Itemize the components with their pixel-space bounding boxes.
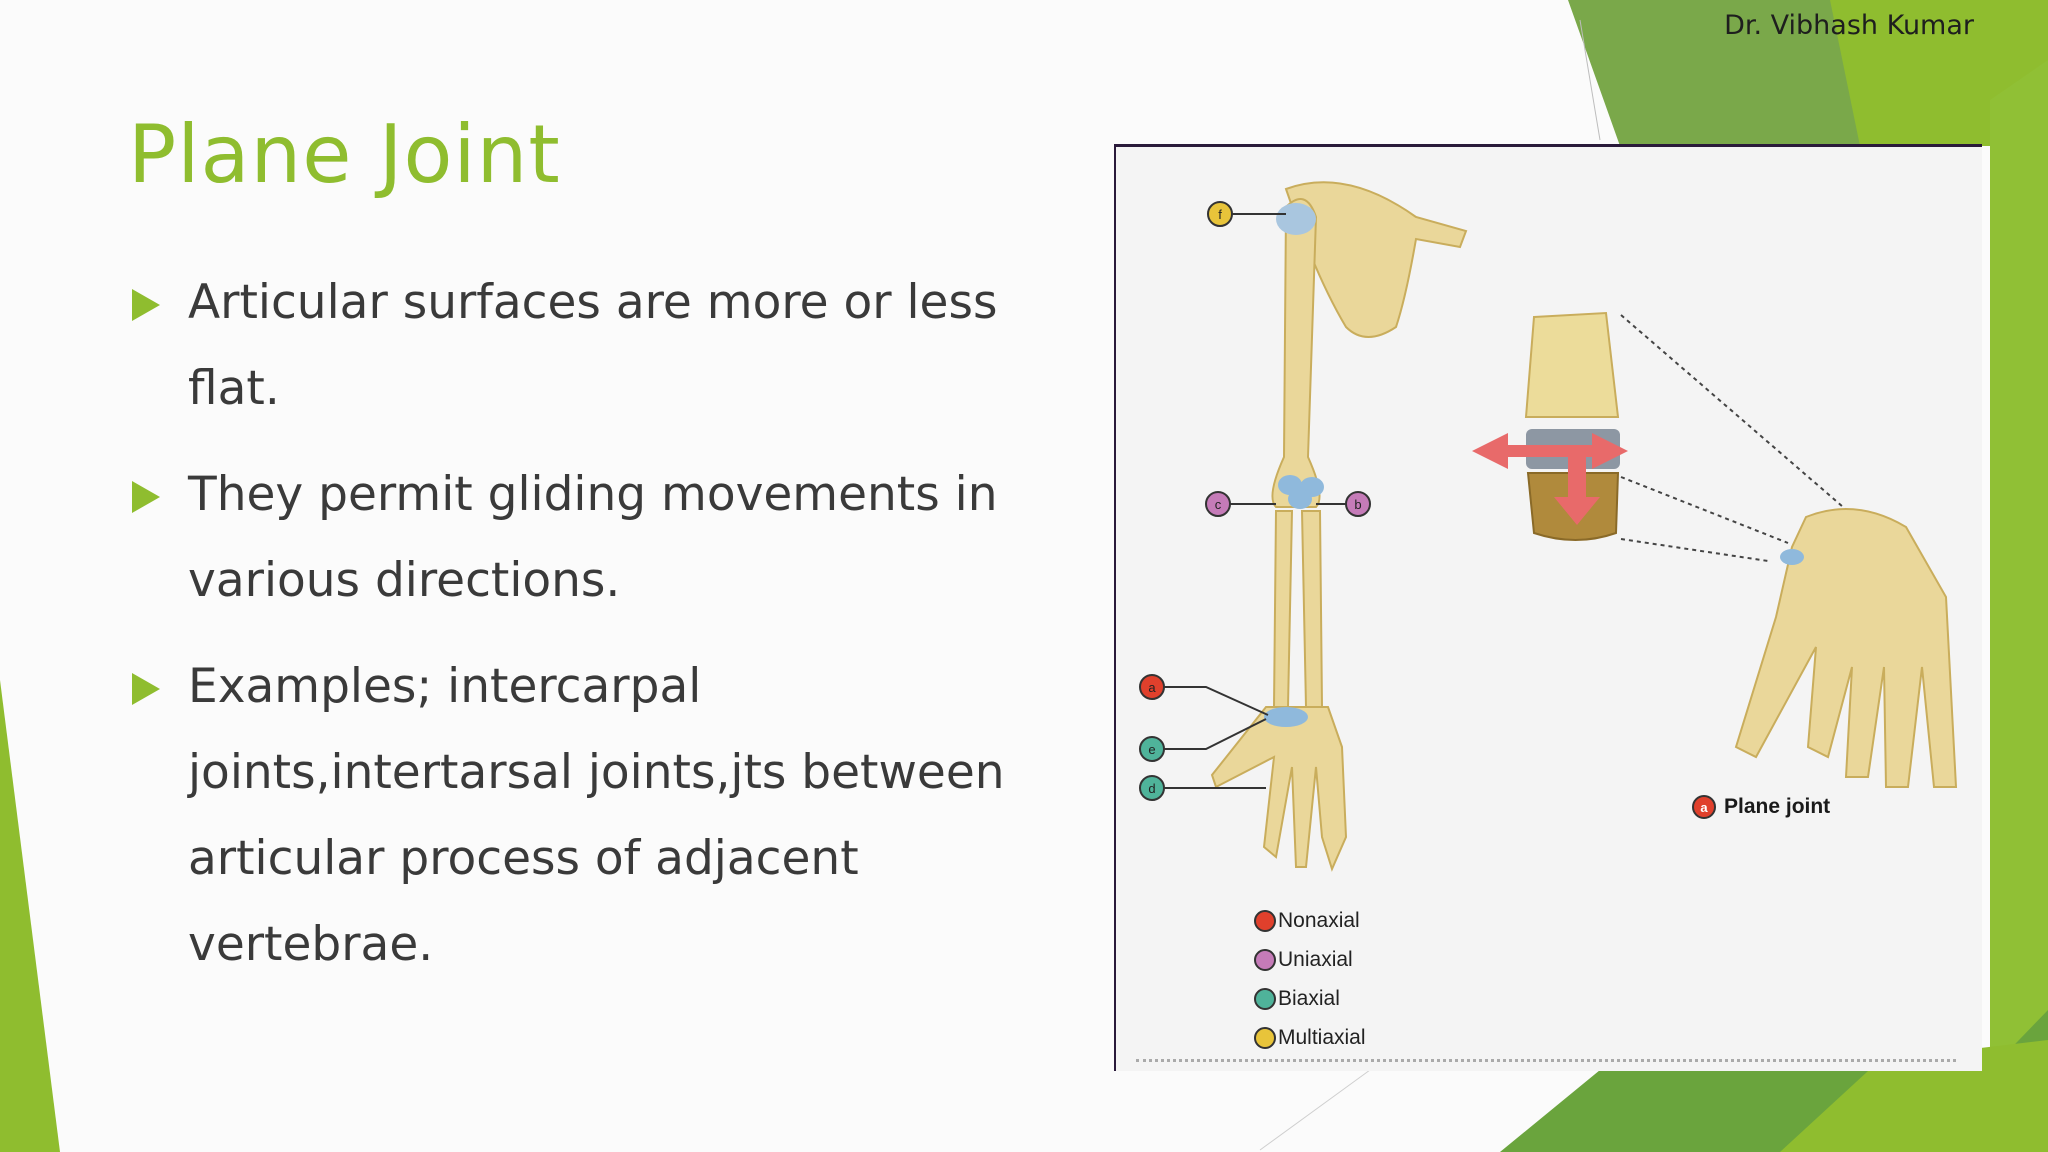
marker-a <box>1139 674 1165 700</box>
bottom-left-shape <box>0 680 60 1152</box>
legend-label: Nonaxial <box>1278 908 1360 932</box>
elbow-joint <box>1288 489 1312 509</box>
joint-figure: f c b a e d a Plane joint Nonaxial <box>1114 144 1982 1071</box>
marker-e-letter: e <box>1148 742 1155 757</box>
marker-b-letter: b <box>1354 497 1361 512</box>
down-arrow-icon <box>1554 445 1600 525</box>
legend-label: Uniaxial <box>1278 947 1353 971</box>
marker-e <box>1139 736 1165 762</box>
leader-line <box>1620 314 1851 514</box>
author-name: Dr. Vibhash Kumar <box>1724 10 1974 41</box>
bullet-item: Examples; intercarpal joints,intertarsal… <box>130 644 1010 988</box>
marker-line <box>1152 718 1267 750</box>
bullet-item: Articular surfaces are more or less flat… <box>130 260 1010 432</box>
plane-joint-badge: a <box>1692 795 1716 819</box>
plane-joint-label: a Plane joint <box>1692 795 1830 819</box>
slide-title: Plane Joint <box>128 108 561 201</box>
legend-item: Nonaxial <box>1254 901 1366 940</box>
bullet-arrow-icon <box>132 481 160 513</box>
leader-line <box>1620 538 1769 562</box>
legend-label: Multiaxial <box>1278 1025 1366 1049</box>
legend-biaxial-dot <box>1254 987 1276 1010</box>
legend-label: Biaxial <box>1278 986 1340 1010</box>
humerus-bone <box>1271 198 1321 508</box>
legend-nonaxial-dot <box>1254 909 1276 932</box>
bullet-text: They permit gliding movements in various… <box>188 467 998 608</box>
bullet-list: Articular surfaces are more or less flat… <box>130 260 1010 1008</box>
legend-item: Biaxial <box>1254 979 1366 1018</box>
legend-multiaxial-dot <box>1254 1026 1276 1049</box>
marker-c <box>1205 491 1231 517</box>
decor-line <box>1579 19 1601 141</box>
right-edge-shape <box>1990 60 2048 1152</box>
marker-c-letter: c <box>1215 497 1222 512</box>
copyright-line <box>1136 1059 1956 1066</box>
bullet-arrow-icon <box>132 673 160 705</box>
gliding-arrow-icon <box>1472 433 1628 469</box>
plane-joint-text: Plane joint <box>1724 795 1831 818</box>
bullet-text: Examples; intercarpal joints,intertarsal… <box>188 659 1005 972</box>
marker-d-letter: d <box>1148 781 1155 796</box>
joint-legend: Nonaxial Uniaxial Biaxial Multiaxial <box>1254 901 1366 1057</box>
enlarged-hand-bones <box>1734 508 1958 788</box>
bullet-item: They permit gliding movements in various… <box>130 452 1010 624</box>
marker-a-letter: a <box>1148 680 1156 695</box>
decor-line <box>1259 1069 1371 1151</box>
marker-d <box>1139 775 1165 801</box>
shoulder-joint <box>1276 203 1316 235</box>
marker-f-letter: f <box>1218 207 1222 222</box>
marker-line <box>1152 686 1269 716</box>
marker-b <box>1345 491 1371 517</box>
radius-bone <box>1272 510 1294 708</box>
legend-uniaxial-dot <box>1254 948 1276 971</box>
leader-line <box>1620 476 1789 544</box>
ulna-bone <box>1300 510 1324 708</box>
legend-item: Uniaxial <box>1254 940 1366 979</box>
legend-item: Multiaxial <box>1254 1018 1366 1057</box>
scapula-bone <box>1284 181 1468 338</box>
plane-joint-highlight <box>1780 549 1804 565</box>
hand-bones <box>1210 706 1348 872</box>
marker-f <box>1207 201 1233 227</box>
wrist-joint <box>1264 707 1308 727</box>
joint-model-top-block <box>1524 311 1620 418</box>
bullet-text: Articular surfaces are more or less flat… <box>188 275 998 416</box>
arm-skeleton-illustration: f c b a e d <box>1139 181 1958 872</box>
bullet-arrow-icon <box>132 289 160 321</box>
